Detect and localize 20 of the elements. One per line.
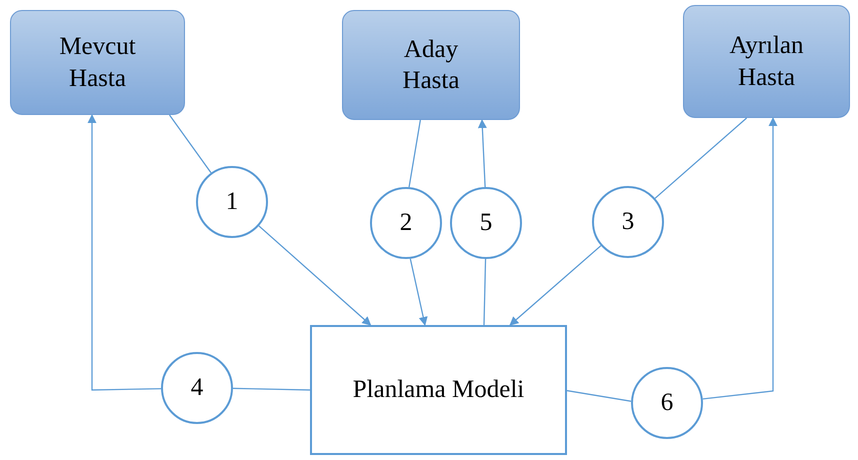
step-number: 6 [660,388,674,418]
node-label: Mevcut Hasta [58,32,137,94]
arrow [509,245,602,326]
step-number: 2 [400,208,412,238]
arrow [478,119,487,188]
arrow [410,258,428,326]
step-number: 3 [622,207,634,238]
rounded-box [342,10,520,120]
arrow [258,225,372,326]
node-label: Planlama Modeli [352,375,524,406]
step-number: 5 [480,208,492,238]
node-label: Ayrılan Hasta [728,31,805,92]
arrow [88,114,162,391]
step-number: 1 [226,187,238,218]
rounded-box [10,10,185,115]
step-number: 4 [190,373,204,404]
node-label: Aday Hasta [402,34,460,96]
process-box [310,325,567,455]
arrow [702,117,778,400]
rounded-box [683,5,850,118]
